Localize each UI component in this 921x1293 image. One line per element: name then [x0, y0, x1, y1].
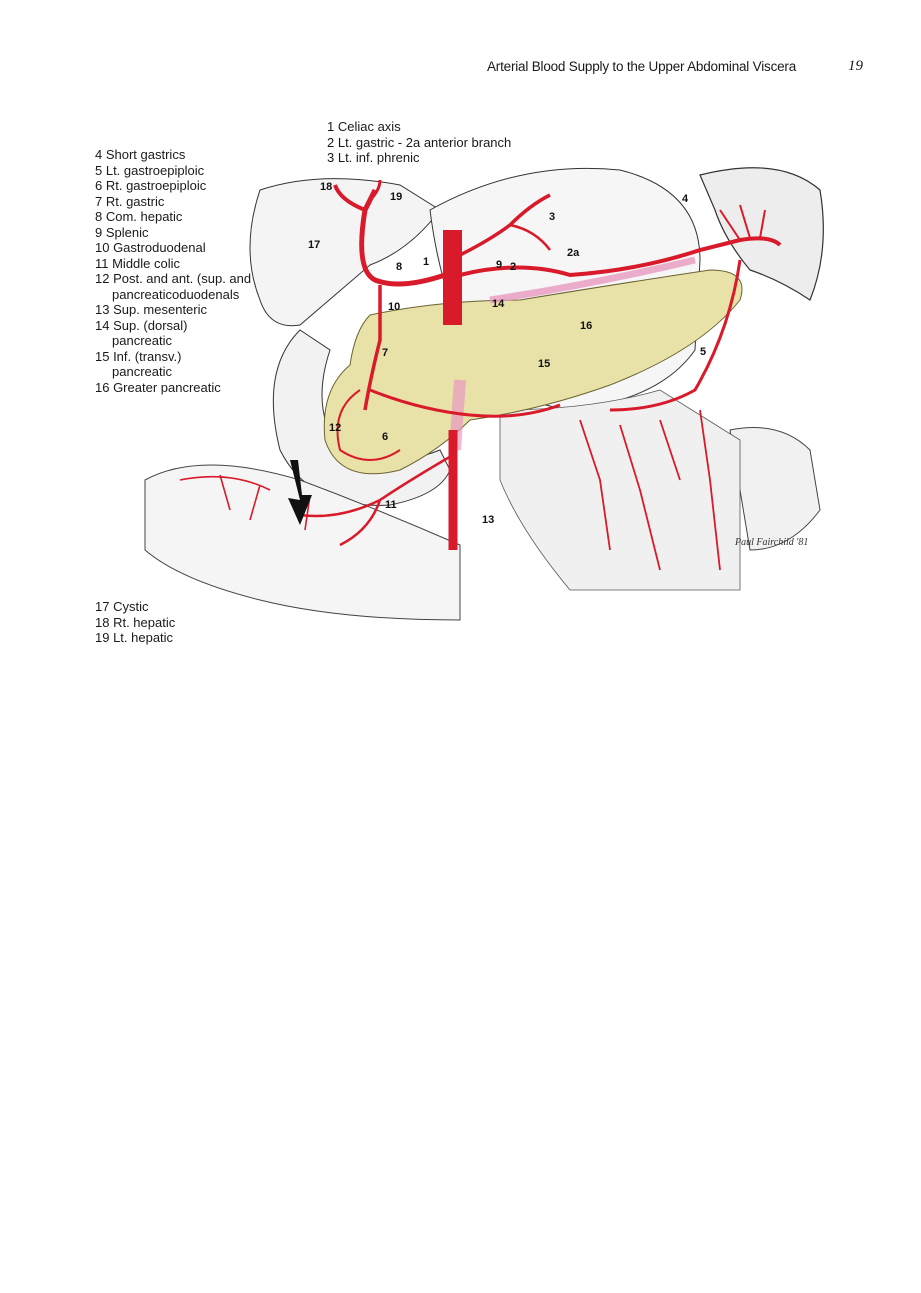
label-1: 1 [423, 256, 429, 268]
legend-item: 15 Inf. (transv.) [95, 348, 182, 364]
legend-item: 8 Com. hepatic [95, 209, 183, 224]
gastroduodenal-artery [363, 285, 382, 411]
label-3: 3 [549, 211, 555, 223]
right-gastroepiploic-artery [369, 388, 561, 418]
middle-colic-artery [299, 453, 454, 547]
legend-item: 17 Cystic [95, 599, 149, 614]
splenic-artery [459, 236, 782, 278]
label-9: 9 [496, 259, 502, 271]
legend-item: pancreatic [112, 333, 172, 348]
label-8: 8 [396, 261, 402, 273]
label-5: 5 [700, 346, 706, 358]
arrow-icon [288, 460, 312, 525]
colon-right-shape [729, 427, 821, 551]
artist-signature: Paul Fairchild '81 [734, 537, 808, 548]
splenic-vein [489, 256, 696, 304]
legend-item: 14 Sup. (dorsal) [95, 317, 188, 333]
legend-item: 5 Lt. gastroepiploic [95, 162, 205, 178]
label-7: 7 [382, 347, 388, 359]
label-13: 13 [482, 514, 494, 526]
anatomy-drawing: 1 2 2a 3 4 5 6 7 8 9 10 11 12 13 14 15 1… [144, 167, 824, 621]
colic-vessels [179, 474, 311, 531]
legend-item: 10 Gastroduodenal [95, 240, 206, 255]
label-2a: 2a [567, 247, 580, 259]
left-gastroepiploic-artery [609, 259, 742, 412]
legend-item: 2 Lt. gastric - 2a anterior branch [327, 134, 512, 150]
aorta [443, 230, 462, 325]
page-number: 19 [848, 58, 863, 74]
legend-item: 6 Rt. gastroepiploic [95, 178, 207, 193]
short-gastric-arteries [719, 204, 766, 241]
legend-item: pancreaticoduodenals [112, 286, 240, 302]
label-6: 6 [382, 431, 388, 443]
pancreaticoduodenal-arcade [336, 389, 401, 461]
jejunal-vessels [579, 409, 721, 571]
legend-item: 4 Short gastrics [95, 147, 186, 162]
common-hepatic-artery [359, 188, 446, 287]
label-15: 15 [538, 358, 550, 370]
pancreas-shape [323, 269, 743, 475]
legend-item: 11 Middle colic [95, 255, 181, 271]
left-hepatic-artery [368, 179, 382, 202]
colon-shape [144, 464, 461, 621]
legend-bottom: 17 Cystic 18 Rt. hepatic 19 Lt. hepatic [95, 599, 175, 646]
legend-top: 1 Celiac axis 2 Lt. gastric - 2a anterio… [327, 119, 511, 166]
legend-item: pancreatic [112, 364, 172, 379]
label-12: 12 [329, 422, 341, 434]
label-17: 17 [308, 239, 320, 251]
anatomical-illustration: 1 2 2a 3 4 5 6 7 8 9 10 11 12 13 14 15 1… [140, 150, 830, 650]
mesentery-shape [499, 389, 741, 591]
legend-item: 3 Lt. inf. phrenic [327, 150, 420, 165]
right-hepatic-artery [333, 184, 366, 212]
legend-item: 19 Lt. hepatic [95, 630, 174, 645]
legend-item: 9 Splenic [95, 224, 149, 240]
label-18: 18 [320, 181, 332, 193]
label-11: 11 [385, 499, 397, 511]
label-14: 14 [492, 298, 505, 310]
legend-item: 16 Greater pancreatic [95, 379, 221, 395]
legend-item: 18 Rt. hepatic [95, 614, 176, 630]
running-header-title: Arterial Blood Supply to the Upper Abdom… [487, 59, 797, 74]
legend-item: 12 Post. and ant. (sup. and inf.) [95, 271, 277, 286]
liver-shape [249, 178, 441, 327]
label-2: 2 [510, 261, 516, 273]
legend-item: 13 Sup. mesenteric [95, 302, 208, 317]
legend-item: 7 Rt. gastric [95, 193, 165, 209]
label-4: 4 [682, 193, 689, 205]
label-10: 10 [388, 301, 400, 313]
label-16: 16 [580, 320, 592, 332]
label-19: 19 [390, 191, 402, 203]
left-gastric-anterior-branch [509, 223, 551, 251]
legend-item: 1 Celiac axis [327, 119, 401, 134]
